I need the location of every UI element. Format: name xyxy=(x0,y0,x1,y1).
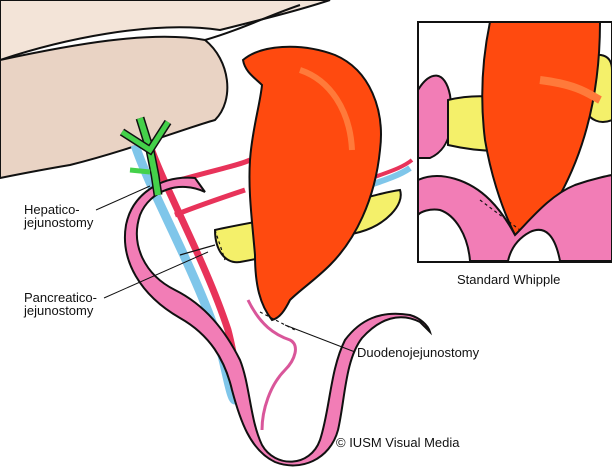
credit-text: © IUSM Visual Media xyxy=(336,436,460,449)
pancreaticojejunostomy-label-line-2: jejunostomy xyxy=(24,304,93,317)
inset-caption: Standard Whipple xyxy=(457,273,560,286)
duodenojejunostomy-label: Duodenojejunostomy xyxy=(357,346,479,359)
inset-standard-whipple xyxy=(418,22,612,262)
stomach xyxy=(243,47,381,320)
hepaticojejunostomy-label-line-2: jejunostomy xyxy=(24,216,93,229)
